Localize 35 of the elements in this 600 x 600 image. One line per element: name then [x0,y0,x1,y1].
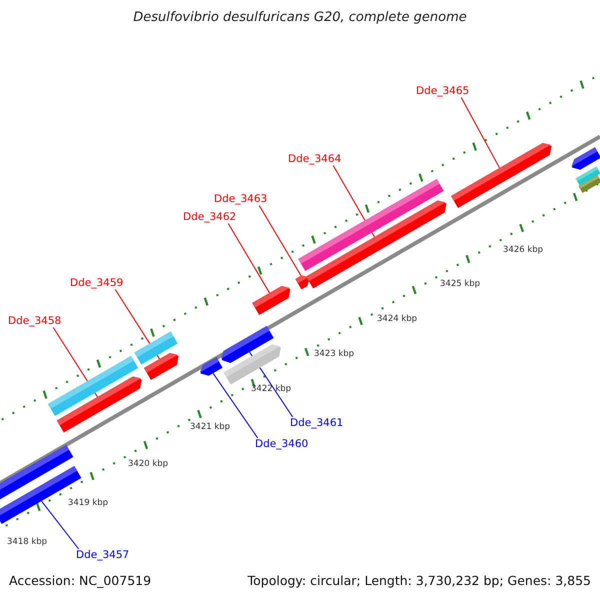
gene-label: Dde_3461 [290,418,344,428]
scale-label: 3422 kbp [251,385,292,394]
scale-label: 3423 kbp [314,350,354,358]
gene-block [578,175,600,193]
genome-stats-note: Topology: circular; Length: 3,730,232 bp; Genes: 3,855 [248,575,591,588]
pointed-gene-block [252,286,290,316]
gene-label: Dde_3457 [76,550,130,560]
leader-line [460,97,500,168]
gene-label: Dde_3463 [214,194,268,204]
gene-label: Dde_3458 [8,316,62,326]
pointed-gene-block [571,147,600,170]
scale-label: 3424 kbp [377,315,418,324]
scale-label: 3421 kbp [190,423,230,432]
scale-label: 3419 kbp [68,499,108,508]
gene-label: Dde_3459 [70,278,124,288]
pointed-gene-block [200,357,223,376]
scale-label: 3420 kbp [128,460,168,468]
pointed-gene-block [451,142,552,208]
pointed-gene-block [144,352,179,380]
gene-label: Dde_3460 [255,439,308,450]
scale-label: 3418 kbp [7,538,48,546]
gene-label: Dde_3464 [288,154,342,164]
scale-label: 3426 kbp [503,246,544,254]
gene-label: Dde_3465 [416,86,470,96]
diagram-title: Desulfovibrio desulfuricans G20, complete genome [132,11,468,24]
leader-line [228,223,270,294]
pointed-gene-block [56,376,142,433]
pointed-gene-block [295,276,310,290]
leader-line [41,500,80,550]
leader-line [258,205,302,276]
pointed-gene-block [224,344,281,385]
gene-label: Dde_3462 [183,212,236,222]
scale-label: 3425 kbp [440,280,480,288]
accession-note: Accession: NC_007519 [9,575,152,588]
leader-line [212,372,258,438]
